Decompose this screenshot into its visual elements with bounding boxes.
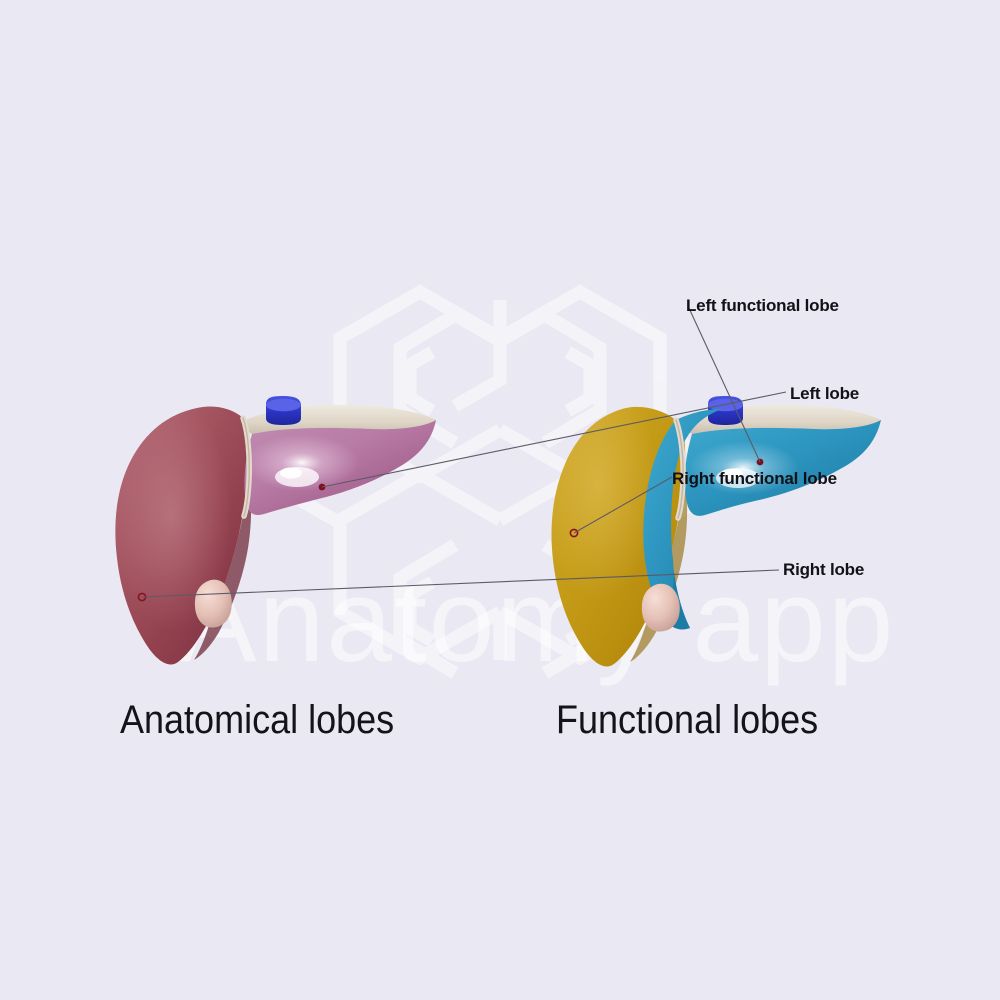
- anatomical-lobes-liver-model: [115, 396, 436, 665]
- caption-functional-lobes: Functional lobes: [556, 698, 819, 742]
- inferior-vena-cava: [708, 396, 743, 425]
- gallbladder: [641, 583, 680, 632]
- gallbladder: [194, 579, 232, 628]
- caption-anatomical-lobes: Anatomical lobes: [120, 698, 395, 742]
- marker-right-functional-lobe: [569, 528, 579, 538]
- leader-left-functional-lobe: [687, 305, 761, 463]
- callout-right-functional-lobe[interactable]: Right functional lobe: [672, 469, 837, 488]
- leader-left-lobe: [321, 391, 787, 488]
- inferior-vena-cava: [266, 396, 301, 425]
- leader-right-lobe: [141, 569, 780, 598]
- callout-right-lobe[interactable]: Right lobe: [783, 560, 865, 579]
- functional-lobes-liver-model: [551, 396, 881, 667]
- leader-right-functional-lobe: [573, 476, 673, 534]
- callout-left-lobe[interactable]: Left lobe: [790, 384, 860, 403]
- callout-left-functional-lobe[interactable]: Left functional lobe: [686, 296, 839, 315]
- watermark-text: Anatomy app: [178, 555, 896, 687]
- left-functional-lobe: [643, 409, 722, 628]
